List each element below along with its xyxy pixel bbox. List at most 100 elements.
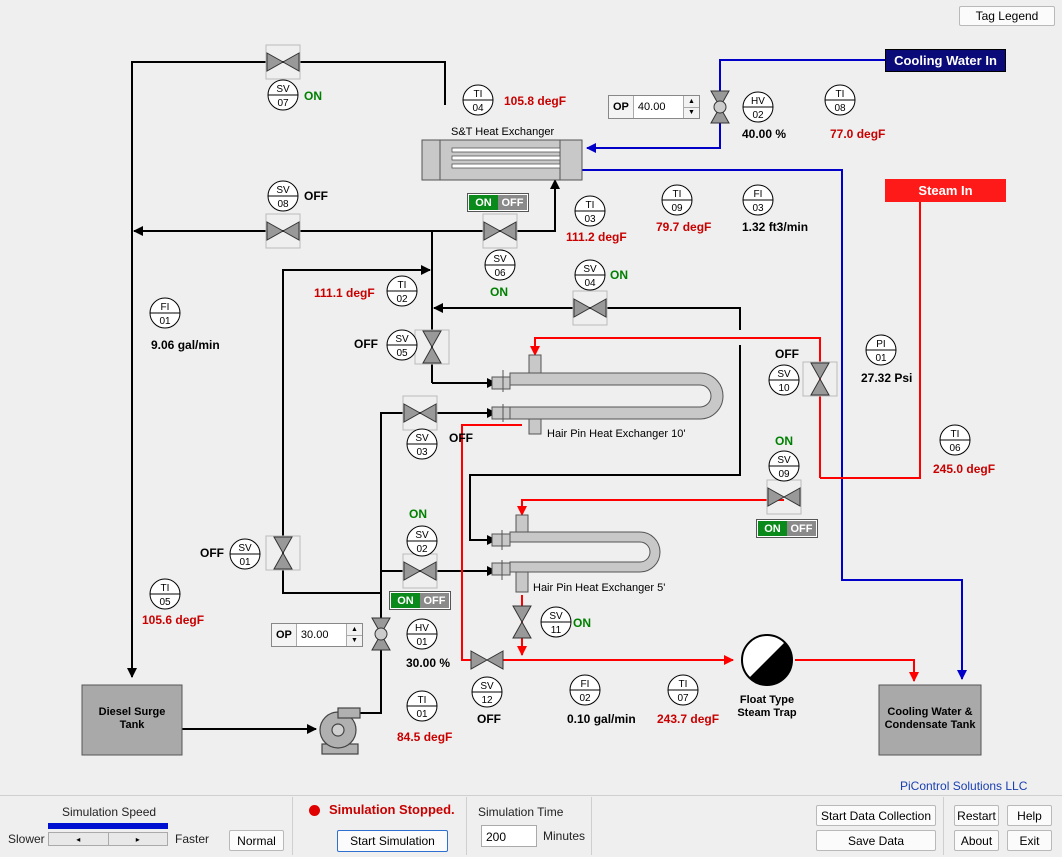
sv02-valve-icon[interactable] (402, 553, 438, 589)
hv01-spin-up-icon[interactable]: ▲ (347, 624, 362, 635)
ti08-number: 08 (834, 103, 846, 114)
sv09-off-button[interactable]: OFF (787, 521, 816, 536)
hv01-number: 01 (416, 637, 428, 648)
sv02-off-button[interactable]: OFF (420, 593, 449, 608)
hv02-spin-down-icon[interactable]: ▼ (684, 106, 699, 118)
hv01-op-value[interactable]: 30.00 (300, 629, 329, 641)
sv07-state: ON (304, 89, 322, 103)
sv03-valve-icon[interactable] (402, 395, 438, 431)
hv02-valve-icon[interactable] (710, 90, 730, 124)
faster-arrow-icon[interactable]: ▸ (135, 834, 140, 844)
ti07-type: TI (679, 679, 688, 690)
sv06-off-button[interactable]: OFF (498, 195, 527, 210)
help-button[interactable]: Help (1007, 805, 1052, 826)
sv04-valve-icon[interactable] (572, 290, 608, 326)
normal-speed-button[interactable]: Normal (229, 830, 284, 851)
simulation-time-input[interactable]: 200 (481, 825, 537, 847)
sv09-on-button[interactable]: ON (758, 521, 787, 536)
hv01-spin-down-icon[interactable]: ▼ (347, 634, 362, 646)
restart-button[interactable]: Restart (954, 805, 999, 826)
sv11-valve-icon[interactable] (512, 605, 532, 639)
hv02-op-spinbox[interactable]: OP 40.00 ▲▼ (608, 95, 700, 119)
sv08-valve-icon[interactable] (265, 213, 301, 249)
pump-icon (319, 707, 361, 755)
hv01-op-spinbox[interactable]: OP 30.00 ▲▼ (271, 623, 363, 647)
sv10-type: SV (777, 369, 791, 380)
ti05-value: 105.6 degF (142, 613, 205, 627)
sv09-type: SV (777, 455, 791, 466)
hv01-op-label: OP (272, 624, 297, 646)
exit-button[interactable]: Exit (1007, 830, 1052, 851)
sv06-valve-icon[interactable] (482, 213, 518, 249)
speed-slider-bar (48, 823, 168, 829)
divider (943, 797, 944, 855)
sv09-valve-icon[interactable] (766, 479, 802, 515)
sv02-type: SV (415, 530, 429, 541)
sv07-valve-icon[interactable] (265, 44, 301, 80)
sv02-on-button[interactable]: ON (391, 593, 420, 608)
start-data-collection-button[interactable]: Start Data Collection (816, 805, 936, 826)
start-simulation-button[interactable]: Start Simulation (337, 830, 448, 852)
speed-scrollbar[interactable]: ◂ ▸ (48, 832, 168, 846)
sv07-number: 07 (277, 98, 289, 109)
sv05-number: 05 (396, 348, 408, 359)
st-heat-exchanger-label: S&T Heat Exchanger (451, 126, 555, 138)
sv10-valve-icon[interactable] (802, 361, 838, 397)
sv12-valve-icon[interactable] (470, 650, 504, 670)
sv10-state: OFF (775, 347, 799, 361)
save-data-button[interactable]: Save Data (816, 830, 936, 851)
ti09-type: TI (673, 189, 682, 200)
sv04-state: ON (610, 268, 628, 282)
sv09-state: ON (775, 434, 793, 448)
sv11-state: ON (573, 616, 591, 630)
sv05-valve-icon[interactable] (414, 329, 450, 365)
sv04-type: SV (583, 264, 597, 275)
hv01-valve-icon[interactable] (371, 617, 391, 651)
speed-slider[interactable]: ◂ ▸ (48, 823, 168, 847)
hv02-spin-up-icon[interactable]: ▲ (684, 96, 699, 107)
hv02-op-label: OP (609, 96, 634, 118)
ti03-type: TI (586, 200, 595, 211)
sv12-type: SV (480, 681, 494, 692)
sv05-state: OFF (354, 337, 378, 351)
sv06-number: 06 (494, 268, 506, 279)
hv02-op-value[interactable]: 40.00 (637, 101, 666, 113)
sv06-on-button[interactable]: ON (469, 195, 498, 210)
slower-arrow-icon[interactable]: ◂ (49, 833, 109, 845)
sv01-valve-icon[interactable] (265, 535, 301, 571)
ti08-value: 77.0 degF (830, 127, 886, 141)
tag-legend-button[interactable]: Tag Legend (959, 6, 1055, 26)
cooling-water-in-label: Cooling Water In (885, 49, 1006, 72)
about-button[interactable]: About (954, 830, 999, 851)
